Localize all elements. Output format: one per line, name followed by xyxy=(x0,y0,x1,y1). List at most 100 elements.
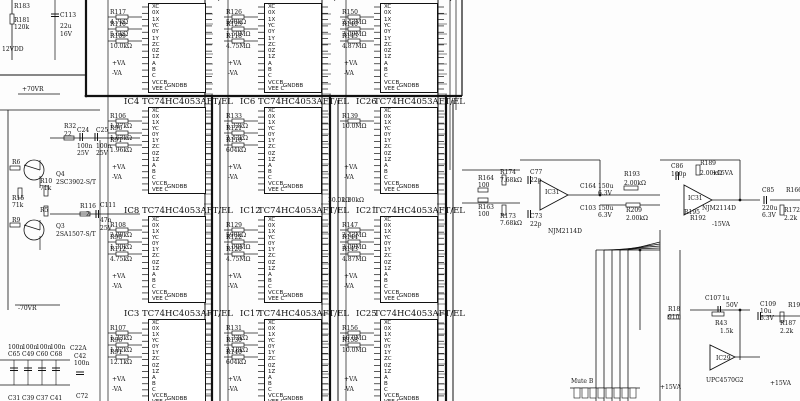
resistor xyxy=(477,197,489,203)
chip-pin-label: GNDBB xyxy=(167,293,188,299)
supply-label: +VA xyxy=(344,273,358,280)
chip-pin-label: XC xyxy=(384,108,392,114)
resistor xyxy=(667,314,681,320)
ic-designator: IC4 xyxy=(124,97,140,107)
amp-label: 100 xyxy=(478,182,490,189)
resistor-value: 4.75MΩ xyxy=(226,43,251,50)
chip-pin-label: YC xyxy=(152,235,159,242)
chip-pin-label: 0X xyxy=(384,223,392,230)
ic-chip xyxy=(264,319,322,401)
chip-pin-label: 1Y xyxy=(152,138,159,145)
chip-pin-label: XC xyxy=(384,320,392,326)
left-label: 100n xyxy=(74,360,90,367)
chip-pin-label: VCCB xyxy=(268,392,284,399)
chip-pin-label: A xyxy=(384,374,388,381)
chip-pin-label: 1X xyxy=(268,120,276,127)
resistor-designator: R98 xyxy=(110,234,123,241)
resistor-designator: R144 xyxy=(342,234,358,241)
chip-pin-label: ZC xyxy=(384,41,392,48)
cap-value: 100n xyxy=(36,344,52,351)
left-label: R181 xyxy=(14,17,30,24)
amp-label: 220u xyxy=(762,205,778,212)
chip-pin-label: 1X xyxy=(384,229,392,236)
chip-pin-label: 1Z xyxy=(268,265,276,272)
opamp-ic31 xyxy=(539,179,569,211)
supply-label: -VA xyxy=(112,386,122,393)
ic-chip xyxy=(264,216,322,303)
left-label: 100n xyxy=(96,143,112,150)
amp-label: 150u xyxy=(598,205,614,212)
chip-pin-label: 0Y xyxy=(268,344,275,351)
chip-pin-label: 0Z xyxy=(152,150,160,157)
chip-pin-label: YC xyxy=(152,126,159,133)
chip-pin-label: VCCB xyxy=(152,289,168,296)
resistor-value: 10.0kΩ xyxy=(110,43,132,50)
supply-label: +VA xyxy=(112,60,126,67)
connector-pin xyxy=(581,387,589,399)
chip-pin-label: 0Y xyxy=(152,241,159,248)
supply-label: +VA xyxy=(228,60,242,67)
amp-label: 2.00kΩ xyxy=(624,180,646,187)
supply-label: -VA xyxy=(112,70,122,77)
chip-pin-label: 0Y xyxy=(152,29,159,36)
chip-pin-label: B xyxy=(152,380,156,387)
resistor xyxy=(501,174,507,186)
amp-label: C73 xyxy=(530,213,543,220)
chip-pin-label: XC xyxy=(152,4,160,10)
chip-pin-label: GNDBB xyxy=(399,396,420,401)
chip-pin-label: 0Z xyxy=(152,362,160,369)
chip-pin-label: 0X xyxy=(268,114,276,121)
chip-pin-label: YC xyxy=(268,235,275,242)
supply-label: +15VA xyxy=(712,170,733,177)
chip-pin-label: 0Z xyxy=(268,150,276,157)
ic-designator: IC4 xyxy=(356,0,371,3)
chip-pin-label: 0X xyxy=(152,326,160,333)
chip-pin-label: VEE C xyxy=(384,86,401,92)
amp-label: UPC4570G2 xyxy=(706,377,744,384)
chip-pin-label: YC xyxy=(268,338,275,345)
chip-pin-label: 1Y xyxy=(268,138,275,145)
left-label: 71k xyxy=(40,185,52,192)
chip-pin-label: XC xyxy=(268,108,276,114)
chip-pin-label: C xyxy=(384,386,388,393)
resistor-value: 1.30kΩ xyxy=(110,244,132,251)
chip-pin-label: ZC xyxy=(384,253,392,260)
chip-pin-label: 1Z xyxy=(152,265,160,272)
chip-pin-label: B xyxy=(384,67,388,74)
amp-label: R172 xyxy=(784,207,800,214)
resistor-designator: R109 xyxy=(110,33,126,40)
chip-pin-label: 1Y xyxy=(152,247,159,254)
resistor-value: 10.0MΩ xyxy=(342,347,367,354)
connector-pin xyxy=(605,387,613,399)
chip-pin-label: GNDBB xyxy=(283,184,304,190)
resistor-value: 604kΩ xyxy=(226,147,247,154)
chip-pin-label: B xyxy=(268,168,272,175)
cap-designator: C68 xyxy=(50,351,63,358)
supply-label: +VA xyxy=(112,376,126,383)
chip-pin-label: 0X xyxy=(268,10,276,17)
chip-pin-label: A xyxy=(152,162,156,169)
resistor-value: 4.7kΩ xyxy=(110,19,129,26)
chip-pin-label: 0Y xyxy=(152,132,159,139)
supply-label: -VA xyxy=(112,283,122,290)
resistor-value: 5.6kΩ xyxy=(110,31,129,38)
resistor-value: 1.33kΩ xyxy=(110,335,132,342)
chip-pin-label: 1Z xyxy=(268,54,276,61)
left-label: R5 xyxy=(40,207,49,214)
amp-label: C164 xyxy=(580,183,597,190)
chip-pin-label: B xyxy=(268,277,272,284)
chip-pin-label: ZC xyxy=(152,356,160,363)
supply-label: +VA xyxy=(344,376,358,383)
chip-pin-label: 1Z xyxy=(152,156,160,163)
cap-designator: C31 xyxy=(8,395,21,401)
chip-pin-label: 1Z xyxy=(384,265,392,272)
resistor-value: 1.33kΩ xyxy=(226,123,248,130)
left-label: 25V xyxy=(96,150,108,157)
left-label: C24 xyxy=(77,127,90,134)
chip-pin-label: A xyxy=(268,271,272,278)
amp-label: 2.2k xyxy=(780,328,794,335)
resistor-designator: R129 xyxy=(226,222,242,229)
amp-label: 6.3V xyxy=(598,212,612,219)
chip-pin-label: 1X xyxy=(152,229,160,236)
chip-pin-label: 1X xyxy=(152,332,160,339)
